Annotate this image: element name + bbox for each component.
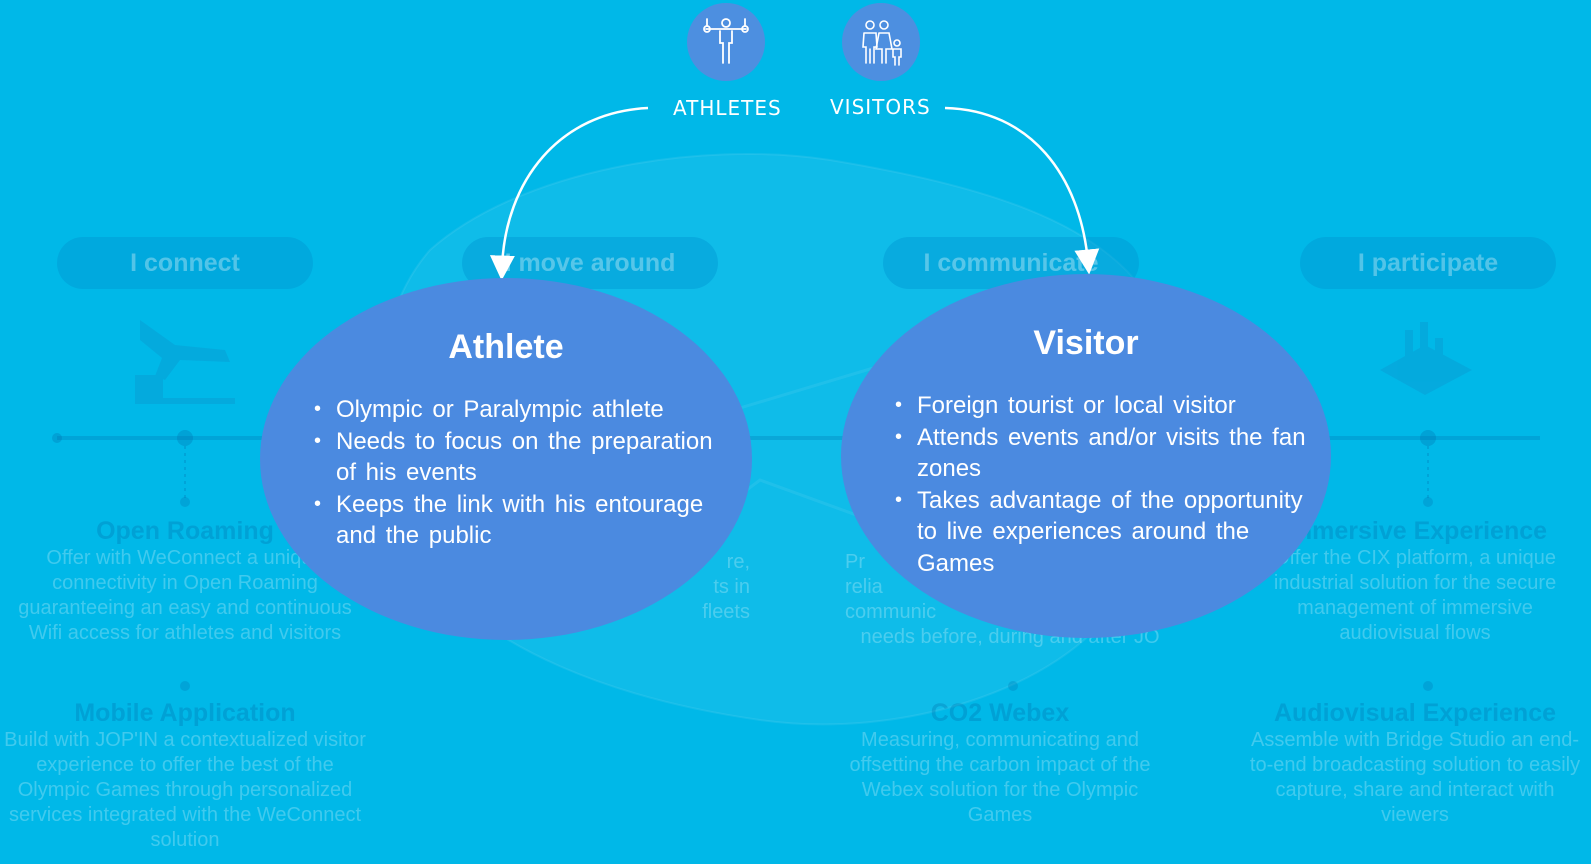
persona-bullet: Olympic or Paralympic athlete	[314, 394, 734, 426]
persona-bullet: Foreign tourist or local visitor	[895, 390, 1315, 422]
section-fragment: fleets	[702, 601, 750, 623]
family-icon	[842, 3, 920, 81]
persona-title: Athlete	[448, 328, 564, 366]
persona-bullets: Foreign tourist or local visitor Attends…	[895, 390, 1315, 579]
section-text: Measuring, communicating and offsetting …	[849, 729, 1151, 826]
visitors-label: VISITORS	[830, 95, 931, 119]
gymnast-icon	[687, 3, 765, 81]
section-title: Immersive Experience	[1282, 517, 1548, 545]
section-text: Assemble with Bridge Studio an end-to-en…	[1249, 729, 1581, 826]
section-mobile-application: Mobile Application Build with JOP'IN a c…	[0, 698, 370, 853]
section-open-roaming: Open Roaming Offer with WeConnect a uniq…	[0, 516, 370, 646]
arrow-athletes	[489, 106, 649, 281]
section-title: Audiovisual Experience	[1273, 699, 1557, 727]
section-title: Mobile Application	[74, 699, 296, 727]
airplane-illustration	[135, 320, 235, 404]
section-text: Offer the CIX platform, a unique industr…	[1273, 547, 1557, 644]
section-fragment: communic	[845, 601, 937, 623]
section-audiovisual-experience: Audiovisual Experience Assemble with Bri…	[1245, 698, 1585, 828]
iso-platform-illustration	[1380, 322, 1472, 395]
section-communicate-fragment: Pr relia communic	[845, 550, 965, 625]
section-fragment: Pr	[845, 551, 865, 573]
persona-bullets: Olympic or Paralympic athlete Needs to f…	[314, 394, 734, 552]
section-title: Open Roaming	[96, 517, 274, 545]
section-fragment: relia	[845, 576, 883, 598]
persona-bullet: Takes advantage of the opportunity to li…	[895, 485, 1315, 580]
athletes-label: ATHLETES	[673, 96, 782, 120]
section-fragment: ts in	[713, 576, 750, 598]
section-immersive-experience: Immersive Experience Offer the CIX platf…	[1245, 516, 1585, 646]
persona-bullet: Needs to focus on the preparation of his…	[314, 426, 734, 489]
persona-bullet: Keeps the link with his entourage and th…	[314, 489, 734, 552]
persona-bullet: Attends events and/or visits the fan zon…	[895, 422, 1315, 485]
pill-i-connect: I connect	[57, 237, 313, 289]
section-co2-webex: CO2 Webex Measuring, communicating and o…	[830, 698, 1170, 828]
arrow-visitors	[944, 106, 1100, 275]
section-move-around-fragment: re, ts in fleets	[590, 550, 750, 625]
athlete-persona: Athlete Olympic or Paralympic athlete Ne…	[260, 278, 752, 640]
section-title: CO2 Webex	[930, 699, 1070, 727]
pill-i-participate: I participate	[1300, 237, 1556, 289]
section-text: Build with JOP'IN a contextualized visit…	[4, 729, 366, 851]
visitor-persona: Visitor Foreign tourist or local visitor…	[841, 274, 1331, 638]
persona-title: Visitor	[1033, 324, 1139, 362]
section-text: Offer with WeConnect a unique connectivi…	[18, 547, 352, 644]
section-fragment: re,	[726, 551, 750, 573]
